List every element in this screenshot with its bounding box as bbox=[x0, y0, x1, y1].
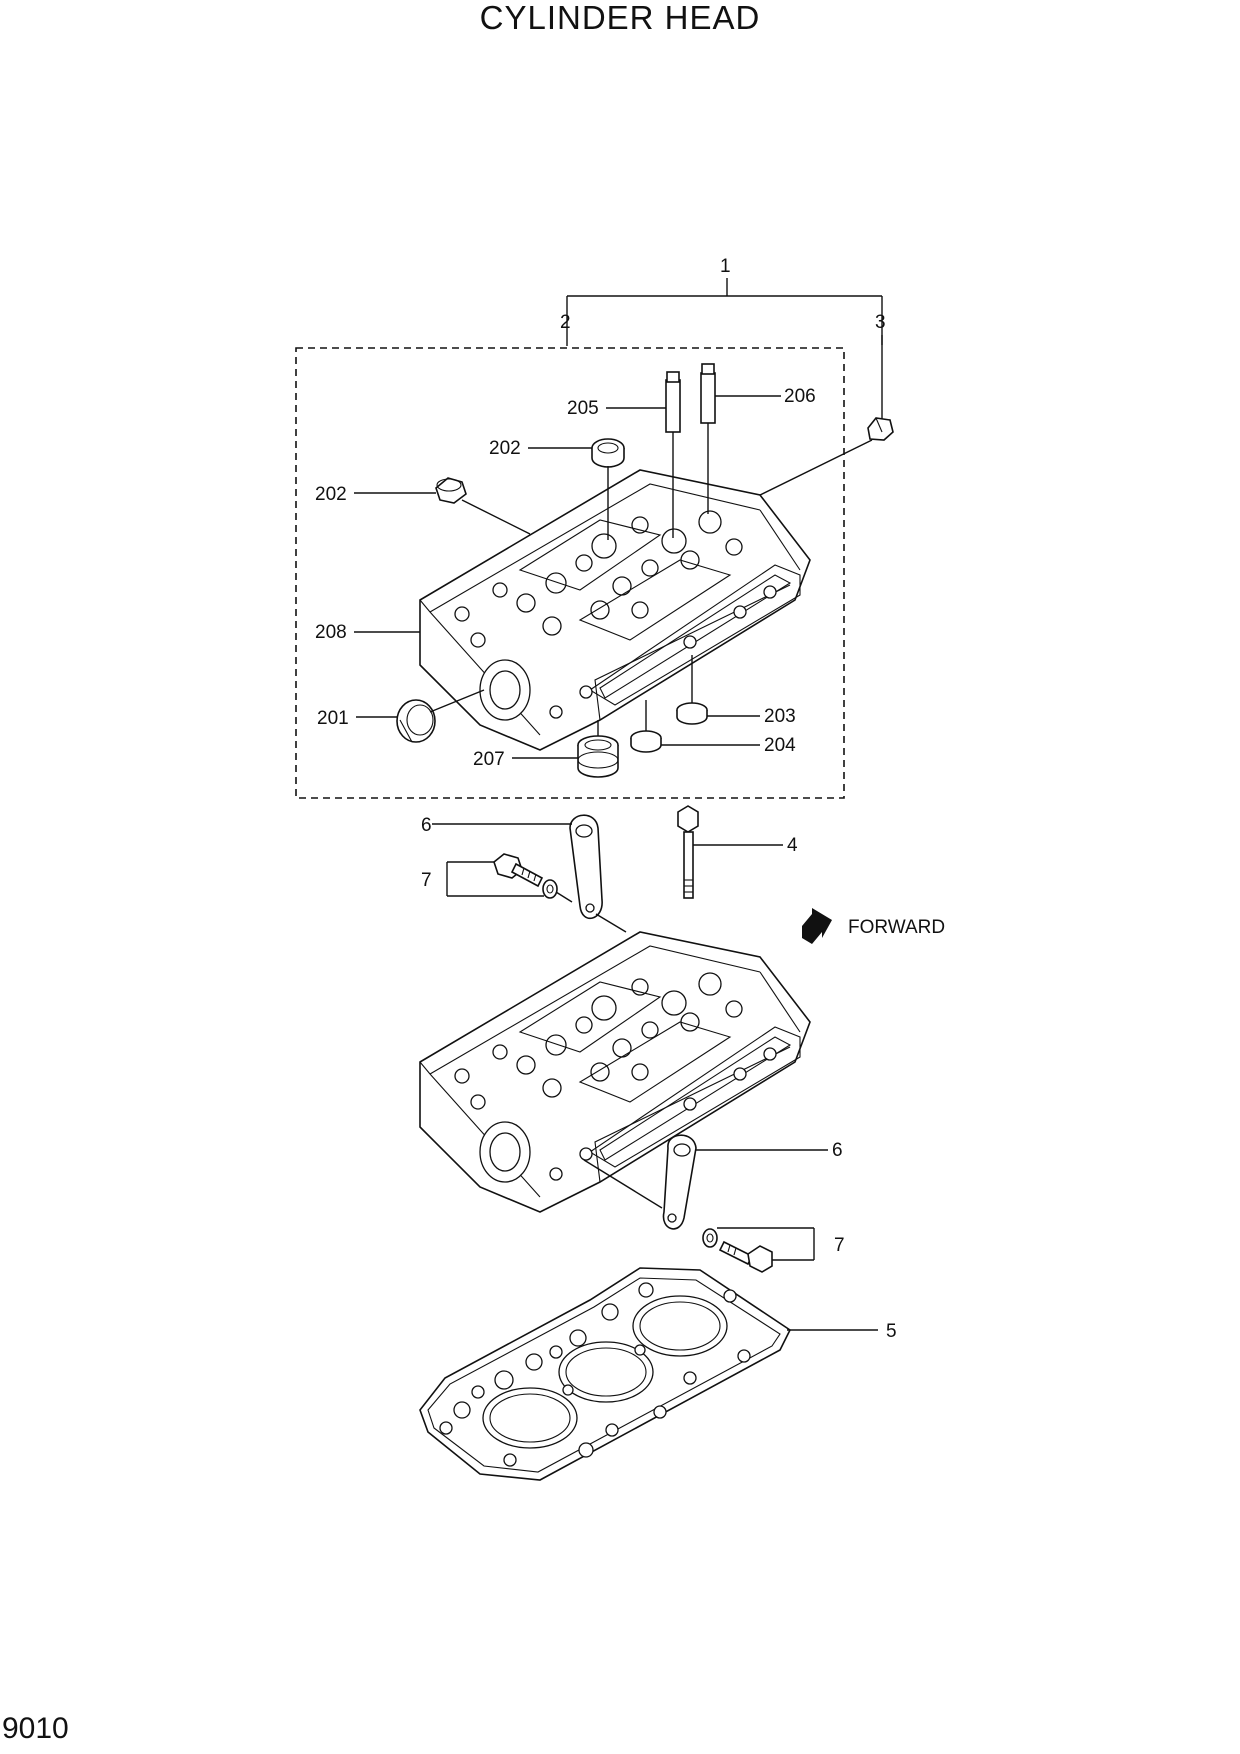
callout-208: 208 bbox=[315, 622, 347, 643]
callout-1: 1 bbox=[720, 256, 731, 277]
head-bolt-part-4 bbox=[677, 805, 699, 899]
seal-part-204 bbox=[630, 730, 662, 753]
callout-207: 207 bbox=[473, 749, 505, 770]
lifting-eye-part-6-upper bbox=[569, 814, 603, 919]
bolt-part-7-upper bbox=[493, 853, 558, 899]
callout-7-upper: 7 bbox=[421, 870, 432, 891]
assembly-bracket bbox=[566, 278, 883, 420]
callout-201: 201 bbox=[317, 708, 349, 729]
leader-lines bbox=[354, 395, 781, 759]
lifting-eye-part-6-lower bbox=[662, 1134, 697, 1230]
pin-part-205 bbox=[665, 371, 681, 433]
callout-3: 3 bbox=[875, 312, 886, 333]
sleeve-part-201 bbox=[396, 699, 436, 743]
callout-6-upper: 6 bbox=[421, 815, 432, 836]
page-title: CYLINDER HEAD bbox=[479, 0, 761, 36]
seal-part-203 bbox=[676, 702, 708, 725]
callout-205: 205 bbox=[567, 398, 599, 419]
bolt-part-7-lower bbox=[702, 1228, 773, 1273]
callout-4: 4 bbox=[787, 835, 798, 856]
callout-6-lower: 6 bbox=[832, 1140, 843, 1161]
head-gasket-part-5 bbox=[419, 1267, 792, 1481]
page-number: 9010 bbox=[2, 1712, 69, 1745]
forward-arrow-icon bbox=[802, 908, 832, 944]
callout-labels: 1 2 3 205 206 202 202 208 201 203 204 20… bbox=[315, 256, 945, 1342]
lower-cylinder-head bbox=[419, 931, 811, 1213]
valve-seat-part-202-upper bbox=[591, 438, 625, 468]
callout-2: 2 bbox=[560, 312, 571, 333]
valve-seat-part-202-left bbox=[435, 477, 467, 504]
callout-206: 206 bbox=[784, 386, 816, 407]
callout-203: 203 bbox=[764, 706, 796, 727]
upper-cylinder-head bbox=[419, 469, 811, 751]
callout-5: 5 bbox=[886, 1321, 897, 1342]
pin-part-206 bbox=[700, 363, 716, 424]
callout-204: 204 bbox=[764, 735, 796, 756]
leader-lines-lower bbox=[432, 823, 878, 1331]
sleeve-part-207 bbox=[577, 735, 619, 778]
callout-7-lower: 7 bbox=[834, 1235, 845, 1256]
callout-202-upper: 202 bbox=[489, 438, 521, 459]
plug-part-3 bbox=[867, 417, 894, 441]
callout-202-left: 202 bbox=[315, 484, 347, 505]
forward-label: FORWARD bbox=[848, 917, 945, 938]
sub-assembly-box bbox=[295, 347, 845, 799]
